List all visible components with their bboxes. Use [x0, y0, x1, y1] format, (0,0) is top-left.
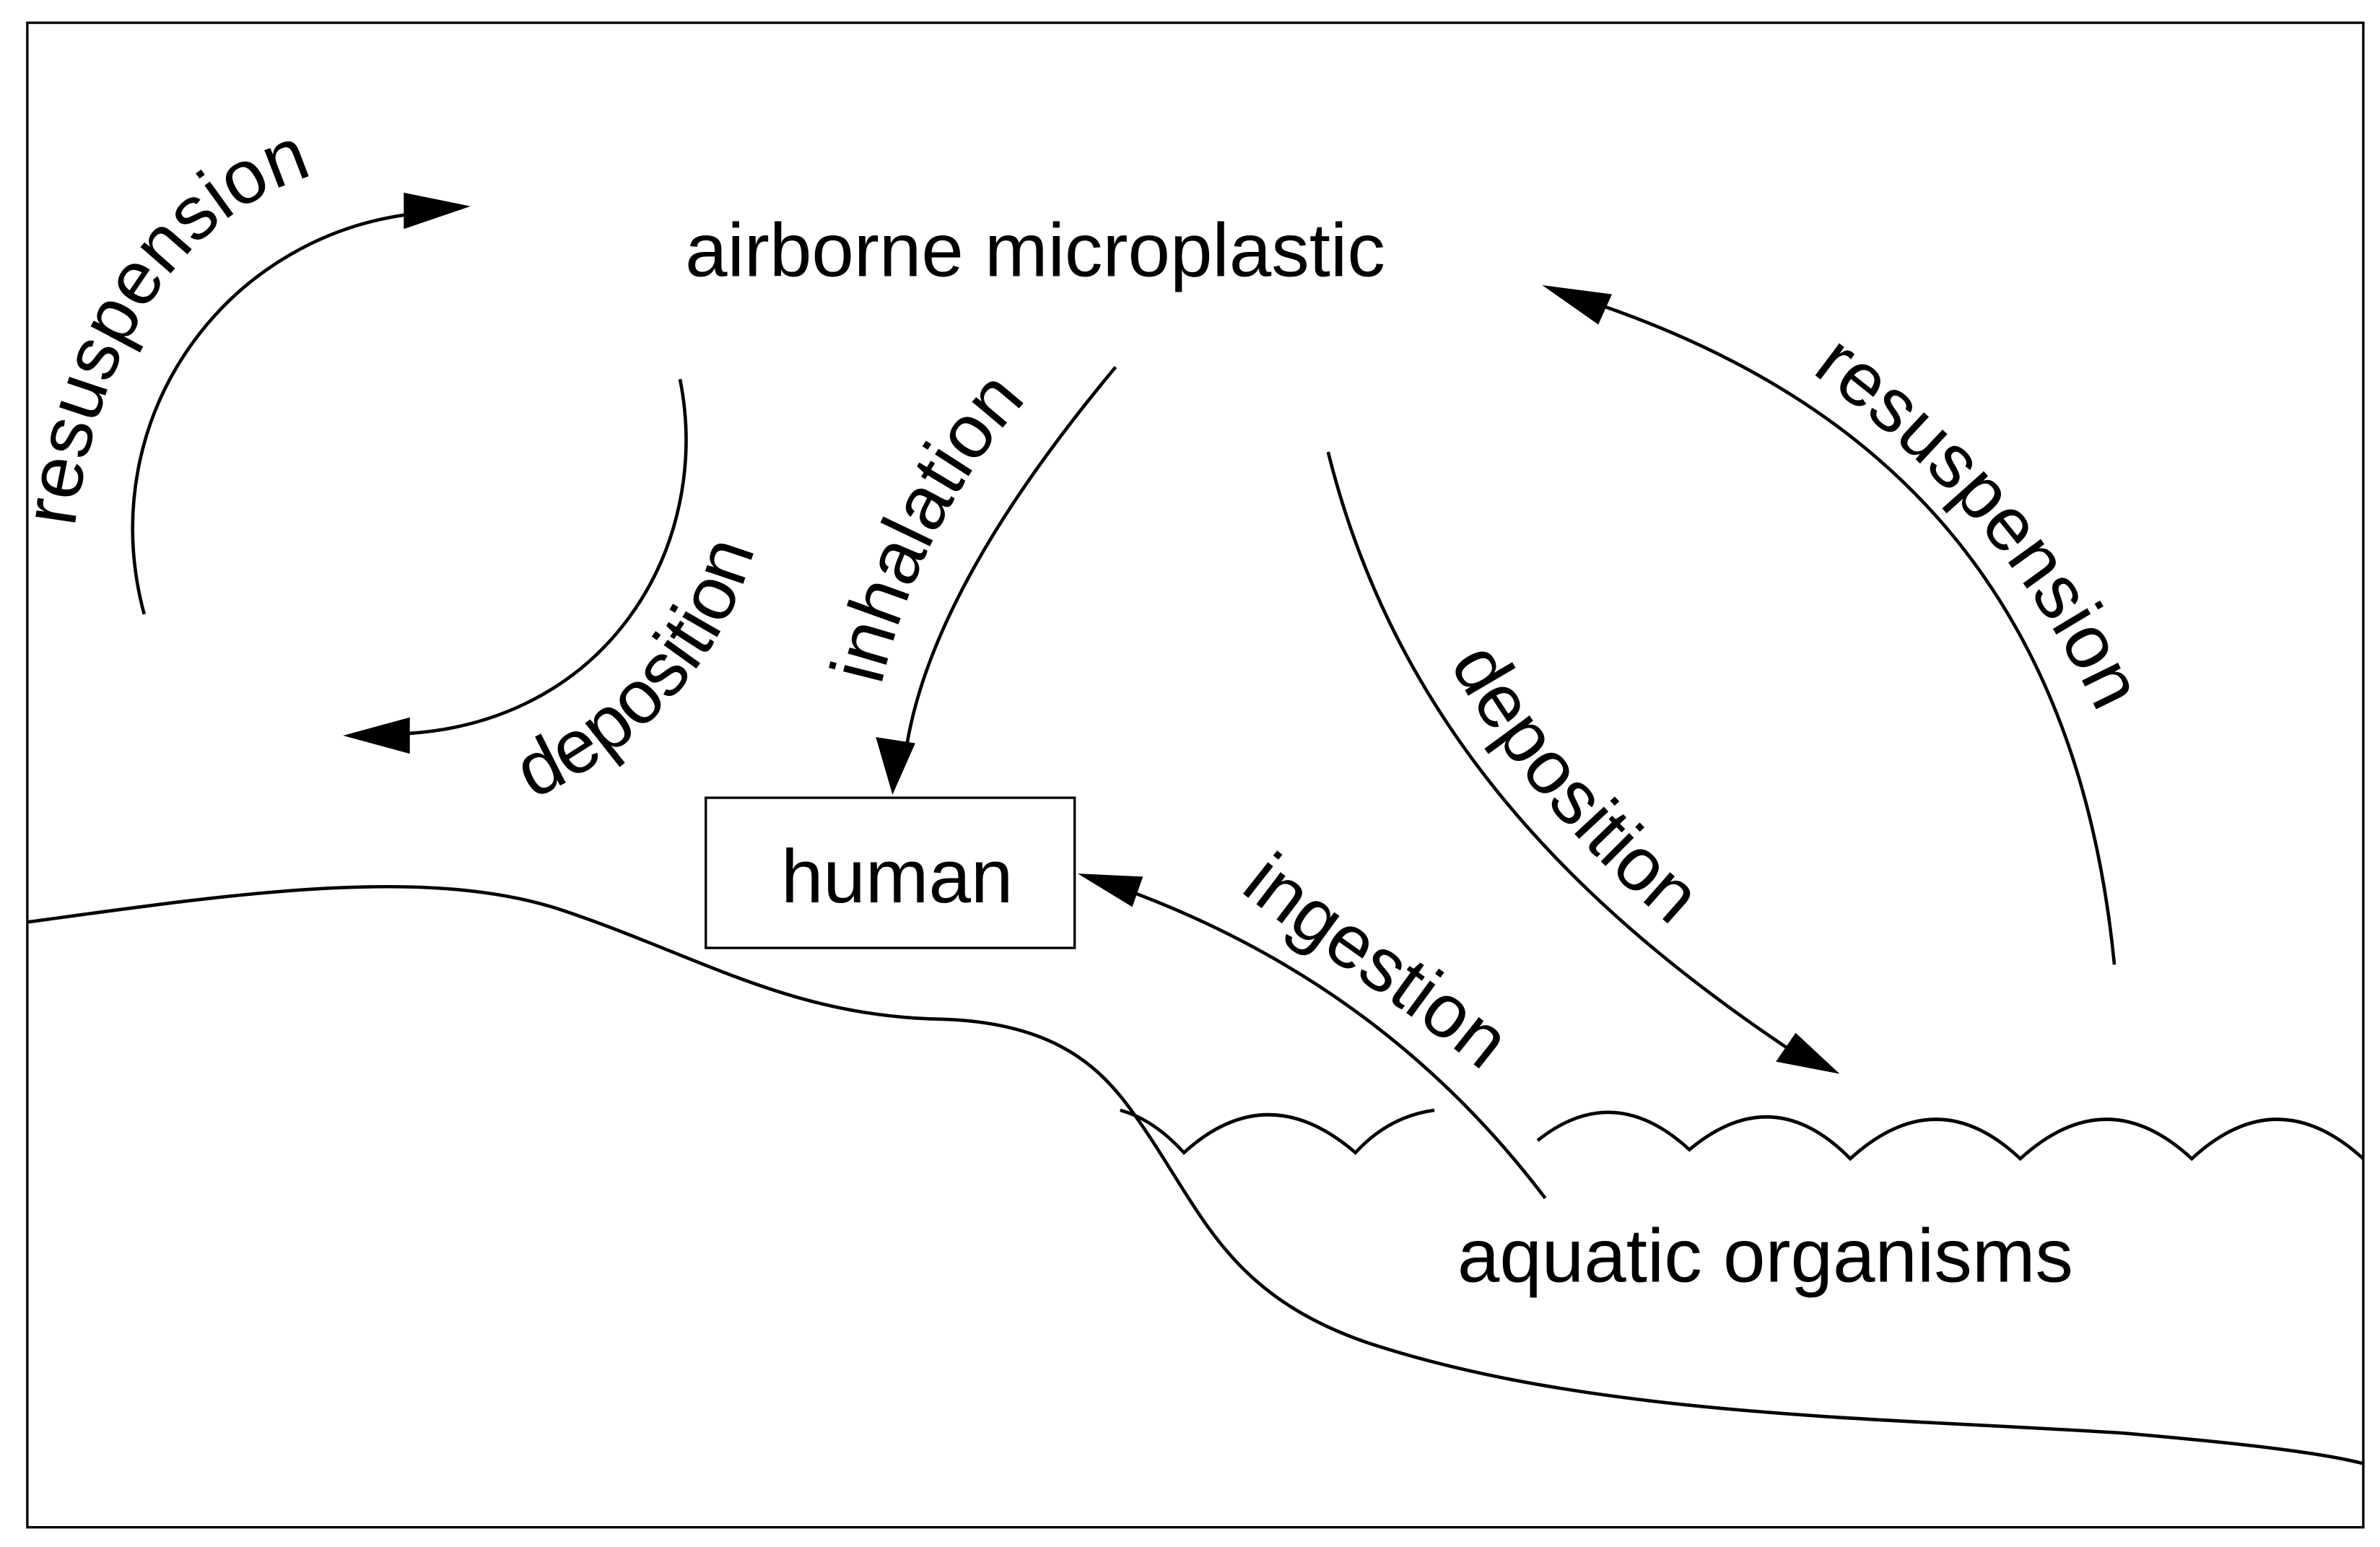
ingestion-arrowhead	[1077, 873, 1143, 907]
water-waves-left	[1120, 1108, 1435, 1156]
deposition-left-label: deposition	[502, 527, 770, 814]
deposition-left-arrowhead	[343, 717, 410, 754]
resuspension-right-label: resuspension	[1801, 318, 2159, 721]
inhalation-label: inhalation	[815, 356, 1039, 690]
inhalation-arrowhead	[876, 737, 915, 795]
human-label: human	[781, 834, 1013, 919]
water-waves-right	[1536, 1110, 2365, 1162]
aquatic-organisms-label: aquatic organisms	[1457, 1213, 2073, 1298]
deposition-right-label: deposition	[1435, 629, 1716, 939]
ingestion-arrow	[1123, 887, 1547, 1200]
resuspension-left-label: resuspension	[7, 111, 319, 530]
resuspension-left-arrow	[131, 210, 429, 615]
resuspension-right-arrow	[1581, 297, 2117, 965]
deposition-right-arrow	[1326, 451, 1800, 1058]
ingestion-label: ingestion	[1229, 837, 1525, 1085]
land-surface	[27, 884, 2364, 1465]
human-box	[705, 796, 1076, 949]
inhalation-arrow	[905, 365, 1117, 750]
deposition-left-arrow	[394, 378, 688, 736]
deposition-right-arrowhead	[1776, 1032, 1840, 1074]
airborne-microplastic-label: airborne microplastic	[685, 208, 1385, 292]
resuspension-left-arrowhead	[404, 192, 471, 230]
resuspension-right-arrowhead	[1542, 284, 1613, 325]
diagram-frame	[26, 21, 2365, 1529]
